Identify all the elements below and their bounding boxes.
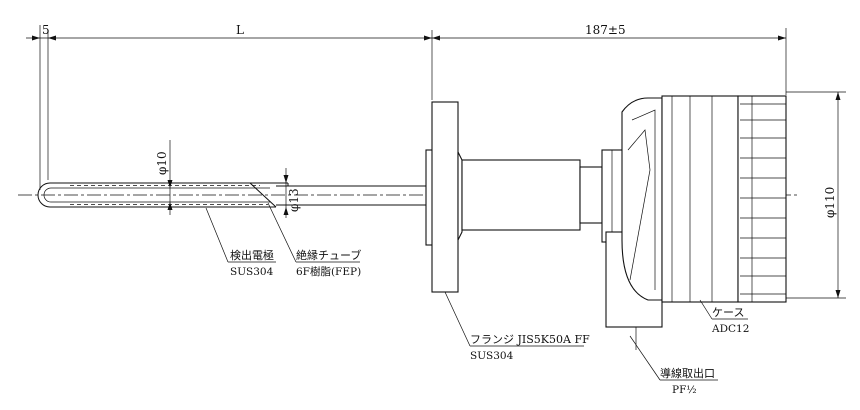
label-flange: フランジ JIS5K50A FF SUS304 bbox=[444, 291, 590, 362]
lid-knurling bbox=[740, 96, 786, 302]
flange-material: SUS304 bbox=[470, 350, 514, 362]
phi13-dimension: φ13 bbox=[283, 168, 301, 218]
label-electrode: 検出電極 SUS304 bbox=[205, 207, 276, 278]
body-neck bbox=[461, 149, 627, 243]
label-tube: 絶縁チューブ 6F樹脂(FEP) bbox=[267, 202, 361, 278]
dim-phi110: φ110 bbox=[823, 187, 837, 218]
case-name: ケース bbox=[712, 306, 744, 319]
electrode-name: 検出電極 bbox=[230, 248, 274, 262]
case-material: ADC12 bbox=[711, 323, 749, 335]
dim-five: 5 bbox=[42, 23, 50, 37]
phi10-dimension: φ10 bbox=[155, 140, 173, 215]
tube-material: 6F樹脂(FEP) bbox=[296, 265, 361, 278]
label-outlet: 導線取出口 PF½ bbox=[629, 327, 718, 396]
flange-name: フランジ JIS5K50A FF bbox=[470, 333, 590, 346]
flange bbox=[425, 101, 463, 293]
tube-name: 絶縁チューブ bbox=[296, 248, 361, 262]
dim-187: 187±5 bbox=[585, 23, 626, 37]
top-dimensions: 5 L 187±5 bbox=[26, 23, 787, 190]
electrode-material: SUS304 bbox=[230, 266, 274, 278]
case bbox=[605, 95, 787, 328]
phi110-dimension: φ110 bbox=[786, 91, 846, 299]
dim-length: L bbox=[236, 23, 244, 37]
outlet-material: PF½ bbox=[672, 384, 697, 396]
dim-phi10: φ10 bbox=[155, 151, 169, 175]
label-case: ケース ADC12 bbox=[699, 299, 749, 335]
outlet-name: 導線取出口 bbox=[660, 366, 715, 380]
dim-phi13: φ13 bbox=[287, 188, 301, 212]
electrode-rod bbox=[37, 182, 426, 208]
